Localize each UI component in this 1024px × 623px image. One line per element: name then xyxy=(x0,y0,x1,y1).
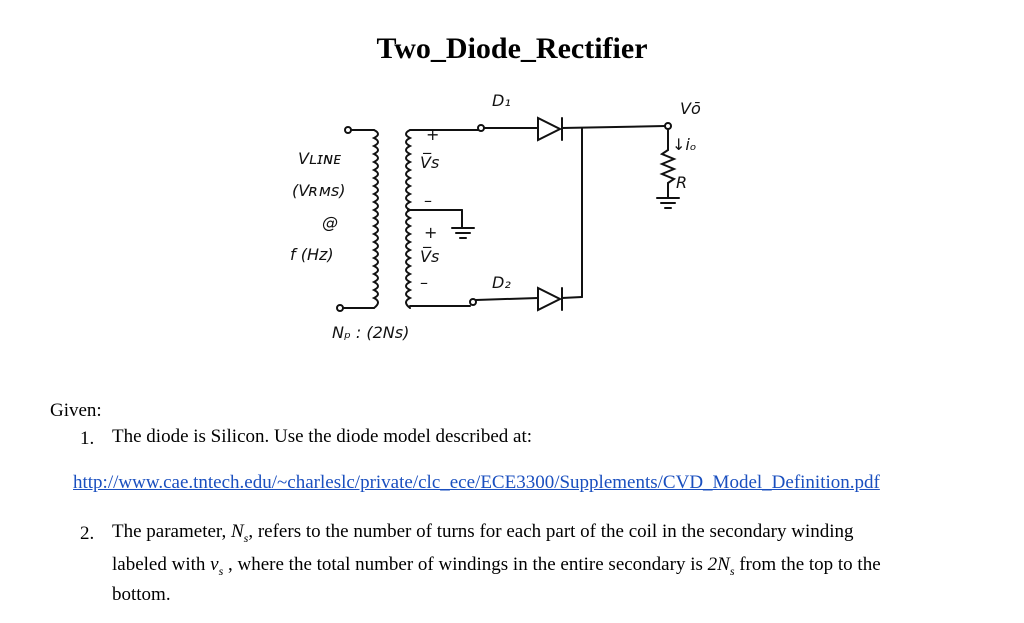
io-label: ↓iₒ xyxy=(672,135,696,154)
minus2-label: – xyxy=(420,273,428,292)
turns-ratio-label: Nₚ : (2Ns) xyxy=(332,323,409,342)
diode-d1 xyxy=(537,116,563,142)
d2-label: D₂ xyxy=(492,273,511,292)
r-label: R xyxy=(676,173,687,192)
given-heading: Given: xyxy=(50,400,102,421)
at-label: @ xyxy=(322,213,338,232)
item1-text: The diode is Silicon. Use the diode mode… xyxy=(112,426,533,447)
vs2-label: V̅s xyxy=(420,247,439,266)
item2-line3: bottom. xyxy=(112,584,171,605)
d1-label: D₁ xyxy=(492,91,511,110)
item2-line2: labeled with vs , where the total number… xyxy=(112,554,881,578)
vs1-label: V̅s xyxy=(420,153,439,172)
plus1-label: + xyxy=(426,125,439,144)
plus2-label: + xyxy=(424,223,437,242)
vrms-label: (Vʀᴍѕ) xyxy=(292,181,345,200)
load-resistor xyxy=(659,149,677,184)
freq-label: f (Hz) xyxy=(290,245,334,264)
circuit-diagram: D₁ D₂ Vō ↓iₒ R Vʟɪɴᴇ (Vʀᴍѕ) @ f (Hz) V̅s… xyxy=(290,91,701,342)
primary-coil xyxy=(371,129,379,309)
secondary-coil xyxy=(405,129,413,309)
item1-number: 1. xyxy=(80,428,95,449)
diode-model-link[interactable]: http://www.cae.tntech.edu/~charleslc/pri… xyxy=(73,472,880,493)
item2-line1: The parameter, Ns, refers to the number … xyxy=(112,521,854,545)
page-title: Two_Diode_Rectifier xyxy=(376,32,648,65)
minus1-label: – xyxy=(424,191,432,210)
item2-number: 2. xyxy=(80,523,95,544)
vo-label: Vō xyxy=(680,99,701,118)
diode-d2 xyxy=(537,286,563,312)
vline-label: Vʟɪɴᴇ xyxy=(298,149,341,168)
